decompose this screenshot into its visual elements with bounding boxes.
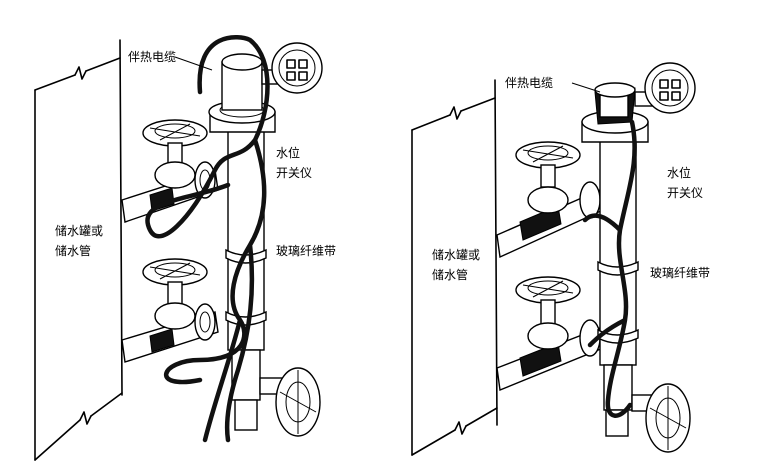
left-lower-valve (142, 258, 208, 330)
left-heating-cable (145, 35, 270, 443)
right-level-switch-gauge (634, 62, 696, 114)
left-tank-label-1: 储水罐或 (55, 224, 104, 238)
right-heating-cable (582, 119, 637, 418)
left-level-column (208, 53, 276, 351)
left-tank-outline (34, 39, 123, 461)
right-lower-pipe (496, 319, 604, 391)
right-tank-label-2: 储水管 (432, 268, 469, 282)
left-bottom-valve (231, 349, 321, 437)
right-heating-cable-label: 伴热电缆 (505, 76, 554, 90)
right-tank-label-1: 储水罐或 (432, 248, 481, 262)
right-fiberglass-bands (597, 260, 639, 344)
right-installation (411, 62, 696, 456)
right-fiberglass-tape-label: 玻璃纤维带 (650, 266, 711, 280)
right-lower-valve (515, 276, 581, 350)
right-tank-outline (411, 79, 498, 456)
right-bottom-valve (603, 364, 691, 453)
left-installation (34, 35, 323, 461)
left-tank-label-2: 储水管 (55, 244, 92, 258)
left-fiberglass-tape-label: 玻璃纤维带 (276, 244, 337, 258)
left-level-switch-gauge (261, 42, 323, 94)
left-level-switch-label-2: 开关仪 (276, 166, 313, 180)
left-heating-cable-label: 伴热电缆 (128, 50, 177, 64)
left-upper-valve (142, 119, 208, 189)
right-level-switch-label-2: 开关仪 (667, 186, 704, 200)
right-upper-valve (515, 141, 581, 214)
left-level-switch-label-1: 水位 (276, 146, 301, 160)
label-leader-lines (174, 56, 601, 93)
right-level-switch-label-1: 水位 (667, 166, 692, 180)
